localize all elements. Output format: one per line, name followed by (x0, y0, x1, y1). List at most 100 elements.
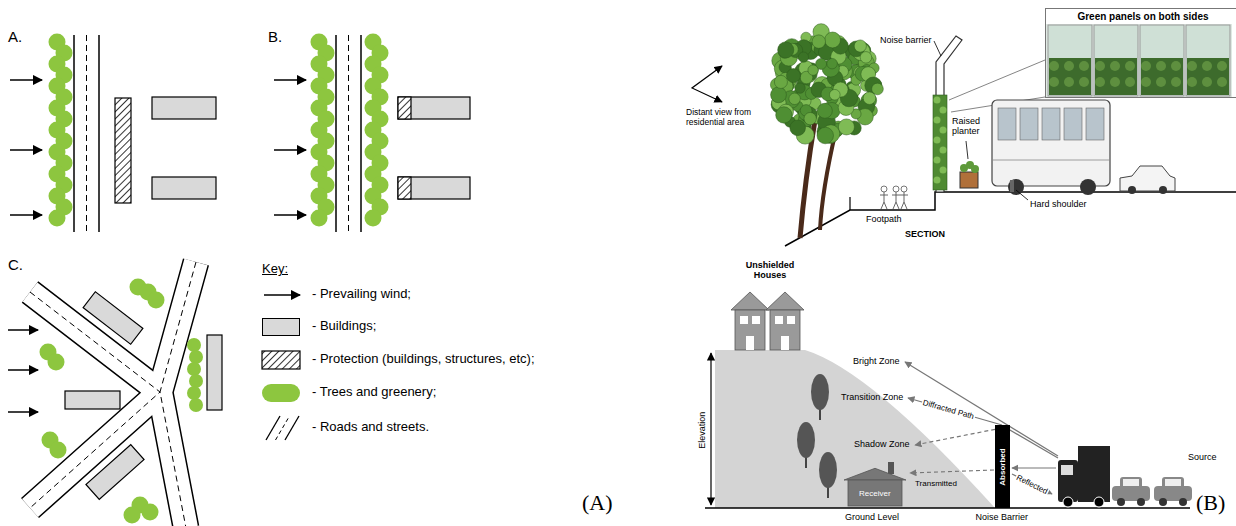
house-body (770, 310, 800, 350)
truck-wheel (1063, 497, 1073, 507)
green-panel-leaf (1125, 77, 1135, 87)
tree-foliage (808, 65, 818, 75)
bus-window (998, 108, 1016, 140)
legend-text: - Trees and greenery; (312, 385, 436, 400)
tree-foliage (872, 83, 884, 95)
green-panel-leaf (1049, 77, 1059, 87)
pedestrian (901, 186, 907, 192)
elevation-arrow (710, 353, 711, 505)
tree-foliage (795, 83, 805, 93)
tree-crown (819, 452, 837, 488)
tree-blob (142, 504, 159, 521)
legend-text: - Buildings; (312, 319, 376, 334)
tree-blob (189, 398, 203, 412)
car-wheel (1137, 498, 1145, 506)
tree-foliage (774, 75, 787, 88)
sound-path (915, 428, 1002, 445)
car-window (1123, 479, 1139, 486)
car (1112, 486, 1150, 501)
legend-road-sample (276, 416, 290, 440)
sound-path (905, 362, 1058, 456)
protection (115, 98, 131, 203)
green-panel (1141, 58, 1183, 95)
bus-window (1020, 108, 1038, 140)
sound-path (1003, 426, 1058, 458)
green-panel-leaf (1064, 77, 1074, 87)
road-centre (30, 292, 160, 508)
tree-foliage (817, 103, 832, 118)
callout-label: Hard shoulder (1030, 199, 1087, 209)
car-window (1165, 479, 1181, 486)
house-door (781, 336, 789, 350)
legend-swatch (262, 318, 300, 336)
barrier-acoustics (705, 292, 1192, 508)
tree-blob (189, 350, 203, 364)
tree-foliage (825, 32, 841, 48)
panel-letter: A. (8, 28, 22, 45)
wind-arrow (274, 149, 306, 151)
tree-trunk (820, 130, 836, 230)
protection (398, 177, 411, 199)
tree-foliage (838, 119, 854, 135)
green-panel (1049, 58, 1091, 95)
vine-leaf (940, 127, 947, 134)
building (398, 97, 470, 119)
road-surface (30, 292, 160, 508)
vine-leaf (934, 177, 941, 184)
road-edge (335, 35, 337, 232)
greenery-plans (8, 34, 470, 526)
sound-path (908, 398, 1002, 425)
pedestrian (892, 192, 900, 209)
green-panel-leaf (1095, 61, 1105, 71)
view-bracket (692, 66, 722, 102)
leader-line (934, 41, 941, 56)
figure-tag: (A) (582, 490, 613, 515)
path-label: Transmitted (915, 479, 957, 488)
ground-profile (785, 192, 1236, 246)
car-wheel (1159, 498, 1167, 506)
node-text: Green panels on both sides (1046, 9, 1236, 24)
tree-foliage (854, 40, 866, 52)
path-label: Reflected (1014, 472, 1050, 496)
callout-label: Raised planter (952, 116, 992, 137)
house-door (746, 336, 754, 350)
pedestrian (880, 192, 888, 209)
car (1120, 166, 1175, 191)
zone-label: Shadow Zone (854, 439, 910, 449)
tree-foliage (778, 42, 794, 58)
green-panel-leaf (1141, 61, 1151, 71)
vine-leaf (940, 107, 947, 114)
leader-line (966, 141, 968, 159)
car-wheel (1128, 186, 1136, 194)
bus (992, 100, 1110, 186)
green-panel-leaf (1079, 77, 1089, 87)
building (83, 292, 143, 344)
house-roof (731, 292, 769, 310)
callout-label: Unshielded Houses (738, 260, 802, 281)
receiver-label: Receiver (859, 489, 891, 498)
tree-blob (365, 210, 382, 227)
tree-foliage (798, 52, 808, 62)
road-centre (348, 35, 349, 232)
node-text: Absorbed (999, 448, 1007, 485)
tree-foliage (812, 35, 825, 48)
tree-foliage (804, 112, 816, 124)
building (86, 445, 144, 500)
building (207, 335, 222, 410)
bus-wheel (1080, 179, 1096, 195)
building (152, 97, 216, 119)
green-panel-leaf (1171, 77, 1181, 87)
wind-arrow (8, 411, 38, 413)
barrier-label: Noise Barrier (976, 512, 1029, 522)
tree-blob (50, 442, 67, 459)
legend-text: - Prevailing wind; (312, 287, 411, 302)
tree-foliage (789, 93, 801, 105)
green-panel-leaf (1156, 77, 1166, 87)
bus-window (1064, 108, 1082, 140)
chimney (888, 462, 894, 474)
road-centre (86, 35, 87, 232)
pedestrian (881, 186, 887, 192)
vine-leaf (940, 147, 947, 154)
tree-blob (124, 507, 141, 524)
